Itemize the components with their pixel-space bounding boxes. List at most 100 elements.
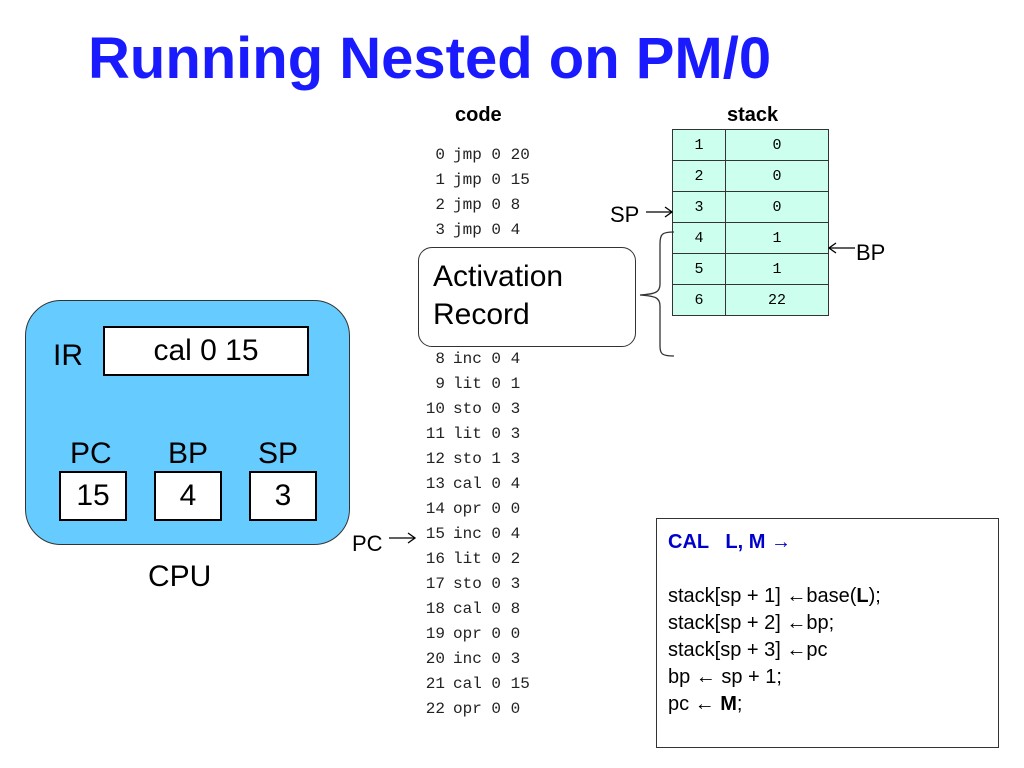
stack-row: 3 0 bbox=[672, 191, 829, 223]
code-line: 13 cal 0 4 bbox=[405, 472, 520, 497]
stack-address: 6 bbox=[672, 284, 726, 316]
code-line: 14 opr 0 0 bbox=[405, 497, 520, 522]
code-instruction: opr 0 0 bbox=[453, 500, 521, 518]
ir-register: cal 0 15 bbox=[103, 326, 309, 376]
stack-table: 1 0 2 0 3 0 4 1 5 1 6 22 bbox=[672, 129, 829, 316]
code-line-number: 19 bbox=[425, 625, 445, 643]
cal-step-text: ; bbox=[736, 693, 743, 715]
cal-step: stack[sp + 1] ←base(L); bbox=[668, 583, 987, 610]
code-instruction: cal 0 8 bbox=[453, 600, 521, 618]
stack-row: 6 22 bbox=[672, 284, 829, 316]
activation-record-box: Activation Record bbox=[418, 247, 636, 347]
cal-step: pc ← M; bbox=[668, 691, 987, 718]
sp-pointer-label: SP bbox=[610, 202, 640, 227]
code-instruction: jmp 0 8 bbox=[453, 196, 521, 214]
pc-pointer-label: PC bbox=[352, 531, 383, 556]
pc-arrow-icon bbox=[389, 532, 417, 544]
code-line-number: 16 bbox=[425, 550, 445, 568]
code-line: 12 sto 1 3 bbox=[405, 447, 520, 472]
code-line: 3 jmp 0 4 bbox=[405, 218, 520, 243]
code-instruction: inc 0 4 bbox=[453, 350, 521, 368]
code-line: 11 lit 0 3 bbox=[405, 422, 520, 447]
activation-bracket-icon bbox=[639, 231, 675, 357]
cal-step-bold: M bbox=[720, 693, 737, 715]
code-instruction: sto 1 3 bbox=[453, 450, 521, 468]
bp-pointer-label: BP bbox=[856, 240, 886, 265]
sp-label: SP bbox=[258, 437, 299, 470]
code-instruction: lit 0 1 bbox=[453, 375, 521, 393]
code-line: 9 lit 0 1 bbox=[405, 372, 520, 397]
cal-instruction-box: CAL L, M → stack[sp + 1] ←base(L); stack… bbox=[656, 518, 999, 748]
stack-row: 4 1 bbox=[672, 222, 829, 254]
code-line-number: 0 bbox=[435, 146, 445, 164]
code-instruction: jmp 0 4 bbox=[453, 221, 521, 239]
stack-value: 1 bbox=[725, 253, 829, 285]
stack-address: 5 bbox=[672, 253, 726, 285]
code-line: 15 inc 0 4 bbox=[405, 522, 520, 547]
code-instruction: lit 0 2 bbox=[453, 550, 521, 568]
cal-step: bp ← sp + 1; bbox=[668, 666, 782, 688]
stack-address: 4 bbox=[672, 222, 726, 254]
cal-step: stack[sp + 3] ←pc bbox=[668, 639, 828, 661]
code-instruction: cal 0 4 bbox=[453, 475, 521, 493]
code-instruction: sto 0 3 bbox=[453, 400, 521, 418]
sp-register: 3 bbox=[249, 471, 317, 521]
code-line: 17 sto 0 3 bbox=[405, 572, 520, 597]
stack-row: 1 0 bbox=[672, 129, 829, 161]
page-title: Running Nested on PM/0 bbox=[88, 26, 772, 91]
code-instruction: opr 0 0 bbox=[453, 700, 521, 718]
blank-line bbox=[668, 556, 987, 583]
code-line: 0 jmp 0 20 bbox=[405, 143, 530, 168]
code-line: 8 inc 0 4 bbox=[405, 347, 520, 372]
cpu-panel: IR cal 0 15 PC BP SP 15 4 3 bbox=[25, 300, 350, 545]
bp-register: 4 bbox=[154, 471, 222, 521]
code-line-number: 15 bbox=[425, 525, 445, 543]
code-instruction: inc 0 4 bbox=[453, 525, 521, 543]
stack-value: 1 bbox=[725, 222, 829, 254]
stack-value: 0 bbox=[725, 191, 829, 223]
stack-address: 1 bbox=[672, 129, 726, 161]
stack-address: 3 bbox=[672, 191, 726, 223]
code-line-number: 12 bbox=[425, 450, 445, 468]
code-line: 22 opr 0 0 bbox=[405, 697, 520, 722]
code-line-number: 17 bbox=[425, 575, 445, 593]
code-instruction: opr 0 0 bbox=[453, 625, 521, 643]
stack-value: 22 bbox=[725, 284, 829, 316]
cal-heading: CAL L, M → bbox=[668, 531, 791, 553]
code-line-number: 13 bbox=[425, 475, 445, 493]
activation-record-line: Activation bbox=[433, 260, 564, 293]
code-line-number: 3 bbox=[435, 221, 445, 239]
code-line: 16 lit 0 2 bbox=[405, 547, 520, 572]
code-instruction: inc 0 3 bbox=[453, 650, 521, 668]
code-line-number: 9 bbox=[435, 375, 445, 393]
code-line-number: 14 bbox=[425, 500, 445, 518]
stack-address: 2 bbox=[672, 160, 726, 192]
code-line-number: 22 bbox=[425, 700, 445, 718]
code-line-number: 8 bbox=[435, 350, 445, 368]
code-instruction: jmp 0 20 bbox=[453, 146, 530, 164]
cal-step: stack[sp + 2] ←bp; bbox=[668, 612, 835, 634]
cal-step-text: pc ← bbox=[668, 693, 721, 715]
bp-label: BP bbox=[168, 437, 209, 470]
code-line-number: 21 bbox=[425, 675, 445, 693]
code-instruction: sto 0 3 bbox=[453, 575, 521, 593]
code-line-number: 10 bbox=[425, 400, 445, 418]
pc-register: 15 bbox=[59, 471, 127, 521]
code-line-number: 1 bbox=[435, 171, 445, 189]
sp-arrow-icon bbox=[646, 206, 674, 218]
cal-step-text: stack[sp + 1] ←base( bbox=[668, 585, 857, 607]
pc-label: PC bbox=[70, 437, 112, 470]
ir-label: IR bbox=[53, 339, 83, 372]
bp-arrow-icon bbox=[828, 242, 855, 254]
code-line-number: 11 bbox=[425, 425, 445, 443]
code-line-number: 20 bbox=[425, 650, 445, 668]
cal-step-text: ); bbox=[868, 585, 881, 607]
code-line-number: 2 bbox=[435, 196, 445, 214]
activation-record-line: Record bbox=[433, 298, 530, 331]
cpu-label: CPU bbox=[148, 560, 212, 593]
stack-row: 2 0 bbox=[672, 160, 829, 192]
code-instruction: lit 0 3 bbox=[453, 425, 521, 443]
